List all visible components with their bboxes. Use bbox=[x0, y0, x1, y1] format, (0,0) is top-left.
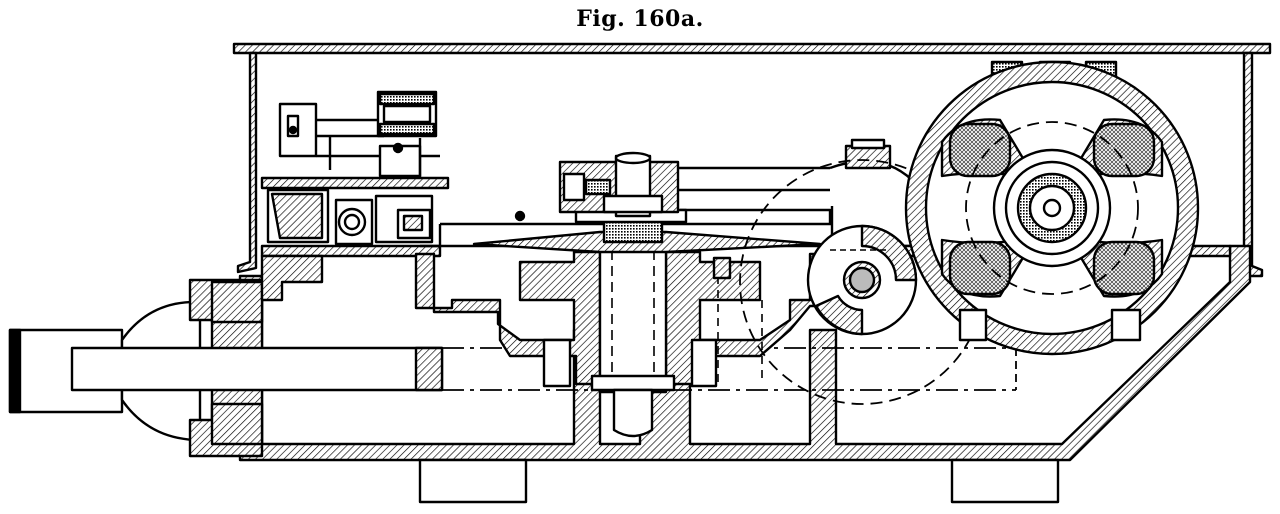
main-shaft bbox=[70, 346, 444, 392]
spindle-coil bbox=[602, 218, 664, 244]
cover-plate bbox=[232, 42, 1272, 55]
clamp-screw bbox=[562, 172, 586, 202]
contact-assembly bbox=[260, 90, 450, 246]
motor-shaft-center bbox=[1042, 198, 1062, 218]
inner-left-post bbox=[542, 338, 572, 388]
spindle-shaft bbox=[598, 234, 668, 394]
housing-shelf-left bbox=[260, 244, 442, 258]
foot-right bbox=[950, 458, 1060, 504]
spindle-lower-end bbox=[612, 388, 654, 438]
top-cover bbox=[232, 42, 1272, 278]
cover-right-flange bbox=[1242, 51, 1264, 278]
pawl-lever bbox=[712, 256, 732, 280]
housing-wall bbox=[238, 244, 1252, 462]
inner-right-post bbox=[690, 338, 718, 388]
left-bearing bbox=[8, 254, 1017, 458]
bearing-lower-cap bbox=[210, 402, 264, 446]
field-winding-tl bbox=[948, 122, 1012, 178]
motor-mount-lug bbox=[958, 308, 988, 342]
central-spindle bbox=[414, 138, 913, 438]
field-winding-br bbox=[1092, 240, 1156, 296]
armature-dashed bbox=[965, 121, 1139, 295]
spindle-foot-collar bbox=[590, 374, 676, 392]
bearing-upper-cap bbox=[210, 280, 264, 324]
bearing-upper-neck bbox=[260, 254, 324, 302]
electric-motor bbox=[904, 60, 1200, 356]
arm-screw bbox=[844, 144, 892, 170]
contact-base-plate bbox=[260, 176, 450, 190]
crank-assembly bbox=[739, 159, 985, 405]
figure-caption: Fig. 160a. bbox=[576, 6, 704, 32]
spindle-housing bbox=[414, 250, 602, 386]
spindle-cap bbox=[602, 194, 664, 214]
field-winding-bl bbox=[948, 240, 1012, 296]
field-winding-tr bbox=[1092, 122, 1156, 178]
foot-left bbox=[418, 458, 528, 504]
contact-bracket bbox=[278, 102, 318, 158]
cover-left-flange bbox=[236, 51, 258, 274]
